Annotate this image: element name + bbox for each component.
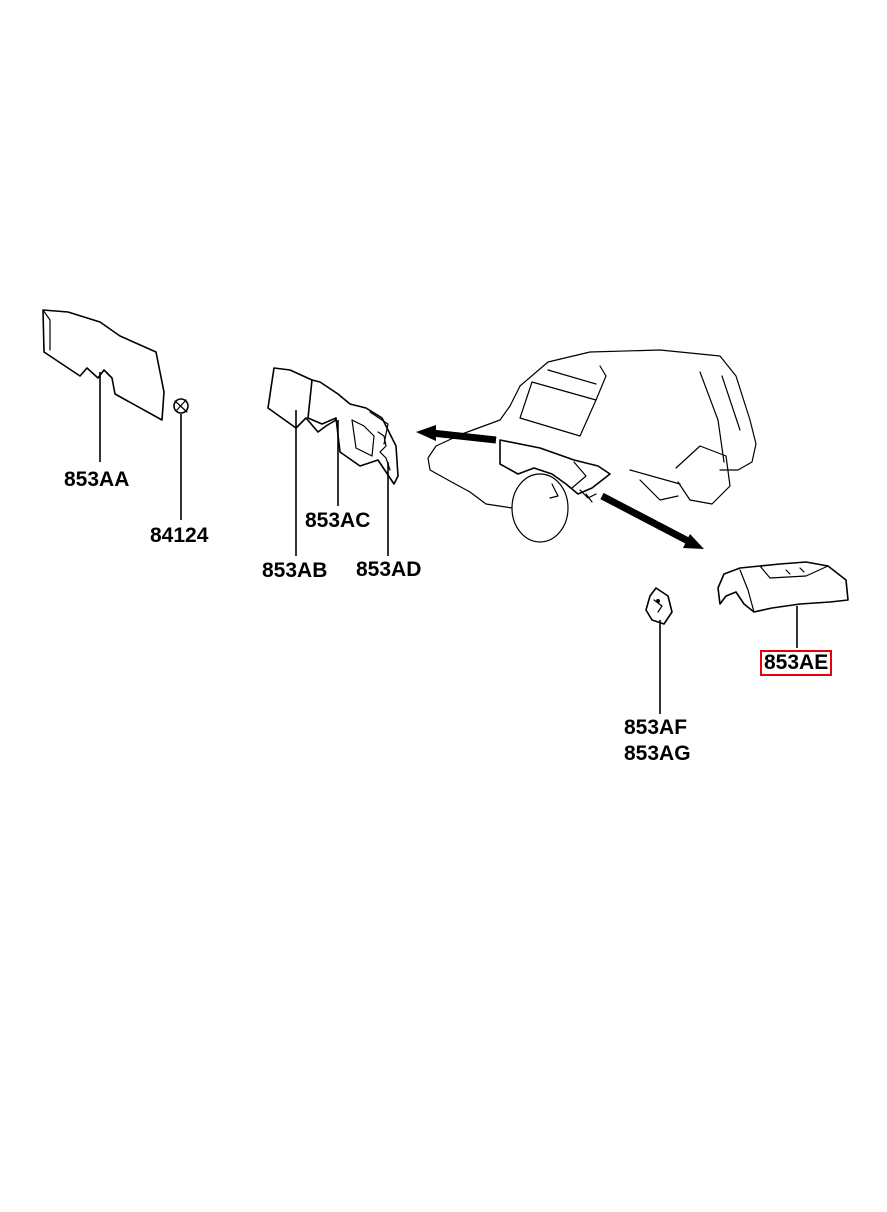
part-853AD-drawing <box>377 431 391 471</box>
arrowhead-left <box>416 425 436 441</box>
part-853AF-853AG-drawing <box>645 587 673 625</box>
part-853AE-drawing <box>717 561 849 613</box>
part-853AC-drawing <box>307 379 399 485</box>
arrowhead-right <box>683 534 704 549</box>
part-853AA-drawing <box>42 309 165 421</box>
part-84124-drawing <box>173 398 189 414</box>
label-853AD[interactable]: 853AD <box>356 558 422 581</box>
label-853AC[interactable]: 853AC <box>305 509 371 532</box>
label-853AF[interactable]: 853AF <box>624 716 688 739</box>
label-853AE-highlighted[interactable]: 853AE <box>760 650 833 676</box>
label-853AA[interactable]: 853AA <box>64 468 130 491</box>
arrow-to-floor-insulator <box>600 492 692 546</box>
label-853AB[interactable]: 853AB <box>262 559 328 582</box>
label-853AG[interactable]: 853AG <box>624 742 691 765</box>
vehicle-outline <box>427 349 757 543</box>
label-84124[interactable]: 84124 <box>150 524 209 547</box>
arrow-to-dash-panels <box>431 429 497 444</box>
